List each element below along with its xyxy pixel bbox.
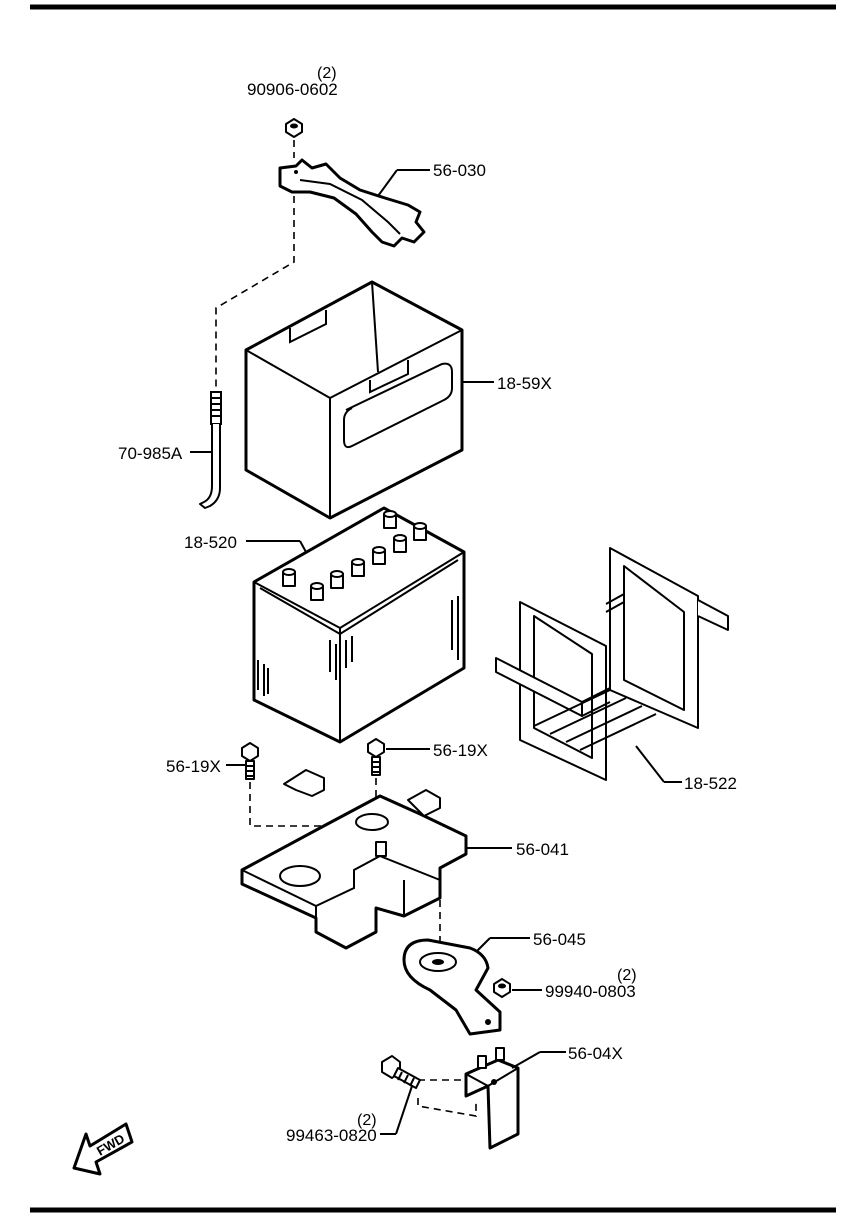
fwd-arrow-icon: FWD: [72, 1122, 134, 1176]
battery-frame-part[interactable]: [495, 547, 729, 781]
bolt-bottom-part[interactable]: [381, 1055, 421, 1089]
bolt-right-number[interactable]: 56-19X: [433, 741, 488, 760]
battery-clamp-leader: [377, 169, 398, 197]
rod-guide-line: [215, 140, 295, 390]
tray-bracket-number[interactable]: 56-045: [533, 930, 586, 949]
battery-part[interactable]: [252, 506, 466, 744]
bolt-left-part[interactable]: [241, 742, 259, 780]
bolt-bottom-leader: [395, 1085, 413, 1135]
bolt-bottom-number[interactable]: 99463-0820: [286, 1126, 377, 1145]
battery-frame-leader: [635, 745, 665, 783]
battery-tray-part[interactable]: [240, 769, 468, 950]
nut-bracket-qty: (2): [617, 967, 637, 984]
nut-bracket-part[interactable]: [493, 978, 511, 998]
tray-bracket-leader: [475, 937, 491, 953]
battery-cover-number[interactable]: 18-59X: [497, 374, 552, 393]
battery-clamp-part[interactable]: [278, 158, 426, 248]
battery-number[interactable]: 18-520: [184, 533, 237, 552]
support-bracket-part[interactable]: [464, 1047, 520, 1150]
hold-rod-part[interactable]: [199, 391, 222, 509]
bottom-bolt-guide: [417, 1079, 477, 1117]
battery-tray-number[interactable]: 56-041: [516, 840, 569, 859]
battery-frame-number[interactable]: 18-522: [684, 774, 737, 793]
tray-bracket-part[interactable]: [402, 938, 502, 1036]
nut-bracket-number[interactable]: 99940-0803: [545, 982, 636, 1001]
support-bracket-leader: [511, 1051, 541, 1069]
nut-top-number[interactable]: 90906-0602: [247, 80, 338, 99]
battery-cover-part[interactable]: [244, 280, 464, 520]
bolt-bottom-qty: (2): [357, 1112, 377, 1129]
bolt-right-part[interactable]: [367, 738, 385, 776]
battery-clamp-number[interactable]: 56-030: [433, 161, 486, 180]
bolt-left-number[interactable]: 56-19X: [166, 757, 221, 776]
hold-rod-number[interactable]: 70-985A: [118, 444, 183, 463]
battery-leader-end: [299, 540, 307, 553]
support-bracket-number[interactable]: 56-04X: [568, 1044, 623, 1063]
nut-top-part[interactable]: [285, 118, 303, 138]
nut-top-qty: (2): [317, 65, 337, 82]
